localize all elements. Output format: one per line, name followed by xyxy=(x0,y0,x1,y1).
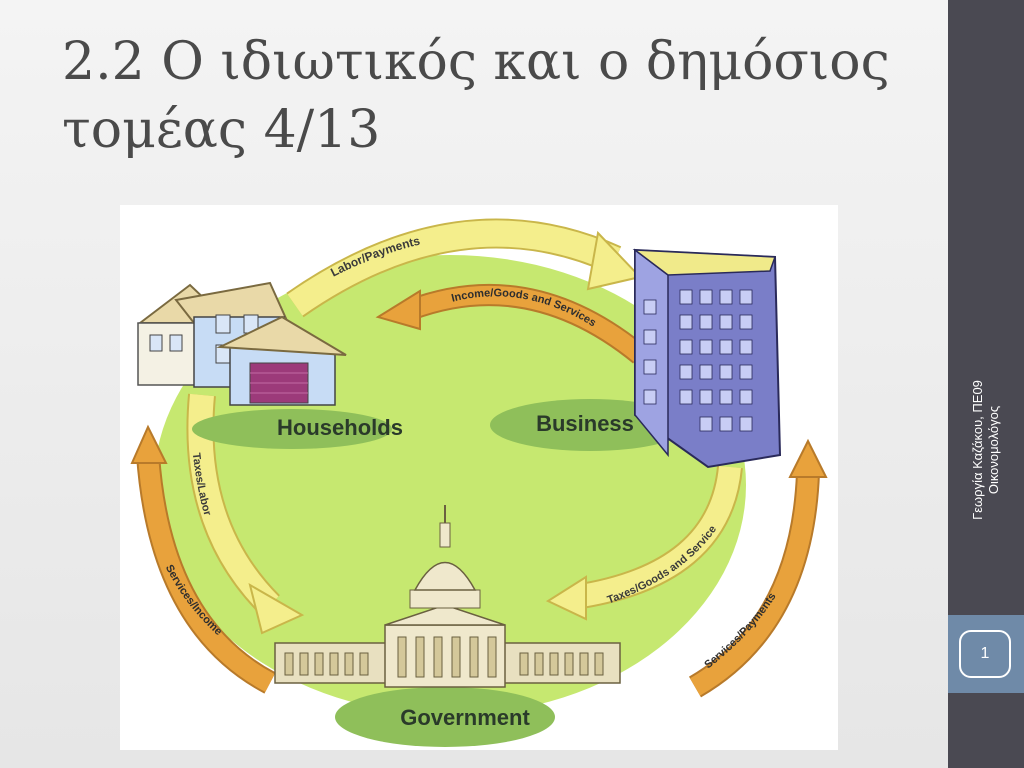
slide-title: 2.2 Ο ιδιωτικός και ο δημόσιος τομέας 4/… xyxy=(62,28,922,164)
slide-title-line-1: 2.2 Ο ιδιωτικός και ο δημόσιος xyxy=(62,32,890,92)
slide-number-box: 1 xyxy=(948,615,1024,693)
services-payments-arrow xyxy=(688,438,828,698)
slide-title-line-2: τομέας 4/13 xyxy=(62,100,381,160)
taxes-goods-service-arrow xyxy=(545,465,743,621)
income-goods-services-arrow xyxy=(375,284,647,364)
footer-author-line-1: Γεωργία Καζάκου, ΠΕ09 xyxy=(970,380,985,520)
business-building-icon xyxy=(490,248,782,469)
government-label: Government xyxy=(400,705,530,730)
labor-payments-arrow xyxy=(286,218,642,318)
circular-flow-diagram: Labor/Payments Income/Goods and Services… xyxy=(120,205,838,750)
government-capitol-icon xyxy=(274,505,621,747)
footer-author-line-2: Οικονομολόγος xyxy=(986,405,1001,495)
services-income-arrow xyxy=(130,424,276,694)
business-label: Business xyxy=(536,411,634,436)
slide-number: 1 xyxy=(959,630,1011,678)
households-label: Households xyxy=(277,415,403,440)
circular-flow-svg: Labor/Payments Income/Goods and Services… xyxy=(130,218,828,747)
households-house-icon xyxy=(137,281,392,449)
footer-author: Γεωργία Καζάκου, ΠΕ09 Οικονομολόγος xyxy=(948,345,1024,555)
footer-author-text: Γεωργία Καζάκου, ΠΕ09 Οικονομολόγος xyxy=(970,380,1002,520)
